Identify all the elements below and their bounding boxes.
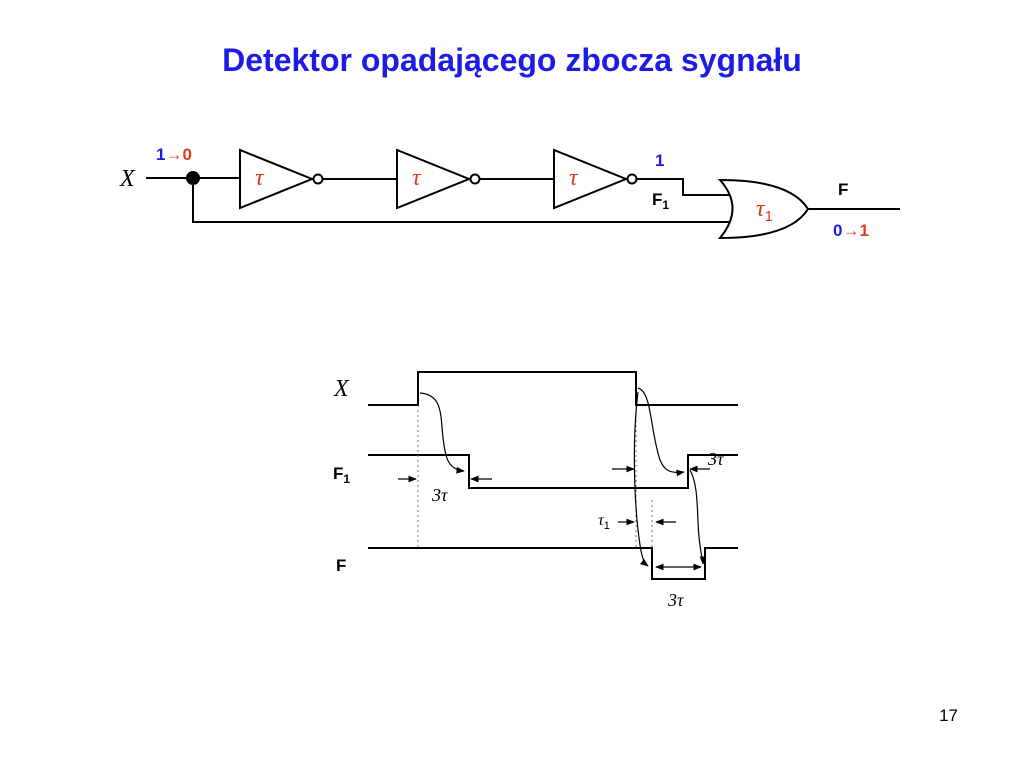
- f1-value: 1: [655, 151, 664, 170]
- delay-tau1-label: τ1: [598, 512, 610, 532]
- timing-x-label: X: [333, 376, 350, 402]
- circuit-diagram: X 1→0 τ τ τ 1 F1: [119, 145, 900, 240]
- or-gate-label: τ1: [756, 196, 773, 225]
- timing-f1-label: F1: [333, 464, 350, 486]
- slide-title: Detektor opadającego zbocza sygnału: [222, 42, 802, 78]
- x-bypass-wire: [192, 178, 732, 223]
- f1-label-sub: 1: [662, 198, 669, 212]
- f1-label-main: F: [652, 190, 662, 209]
- delay-tau1-sub: 1: [604, 520, 610, 532]
- inverter-2-label: τ: [412, 165, 422, 191]
- delay-f1-fall-label: 3τ: [431, 485, 448, 505]
- timing-diagram: X F1 F 3τ 3τ τ1 3τ: [333, 371, 738, 610]
- input-transition-arrow: →: [165, 145, 182, 164]
- circuit-input-label: X: [119, 166, 136, 192]
- inverter-3: τ: [553, 148, 638, 210]
- page-number: 17: [939, 706, 958, 725]
- delay-tau1-main: τ: [598, 512, 605, 529]
- inverter-2: τ: [396, 148, 481, 210]
- or-gate-label-main: τ: [756, 196, 766, 222]
- f1-waveform: [368, 454, 738, 489]
- or-gate-label-sub: 1: [765, 208, 773, 225]
- input-transition-to: 0: [182, 145, 191, 164]
- x-waveform: [368, 371, 738, 406]
- timing-f1-sub: 1: [343, 472, 350, 486]
- output-transition-to: 1: [859, 221, 868, 240]
- output-transition-from: 0: [833, 221, 842, 240]
- inverter-1-label: τ: [255, 165, 265, 191]
- delay-f1-rise-label: 3τ: [707, 449, 724, 469]
- f1-wire: [637, 178, 732, 196]
- circuit-input-transition: 1→0: [156, 145, 192, 164]
- output-label: F: [838, 180, 848, 199]
- output-transition: 0→1: [833, 221, 869, 240]
- cause-arrow-3: [633, 391, 649, 567]
- cause-arrow-1: [419, 392, 465, 474]
- output-transition-arrow: →: [842, 221, 859, 240]
- cause-arrow-4: [689, 469, 707, 565]
- timing-f-label: F: [336, 556, 346, 575]
- input-transition-from: 1: [156, 145, 165, 164]
- inverter-3-label: τ: [569, 165, 579, 191]
- f1-label: F1: [652, 190, 669, 212]
- cause-arrow-2: [637, 387, 685, 477]
- or-gate: τ1: [717, 178, 810, 240]
- timing-f1-main: F: [333, 464, 343, 483]
- inverter-1: τ: [239, 148, 324, 210]
- pulse-width-label: 3τ: [667, 590, 684, 610]
- f-waveform: [368, 547, 738, 580]
